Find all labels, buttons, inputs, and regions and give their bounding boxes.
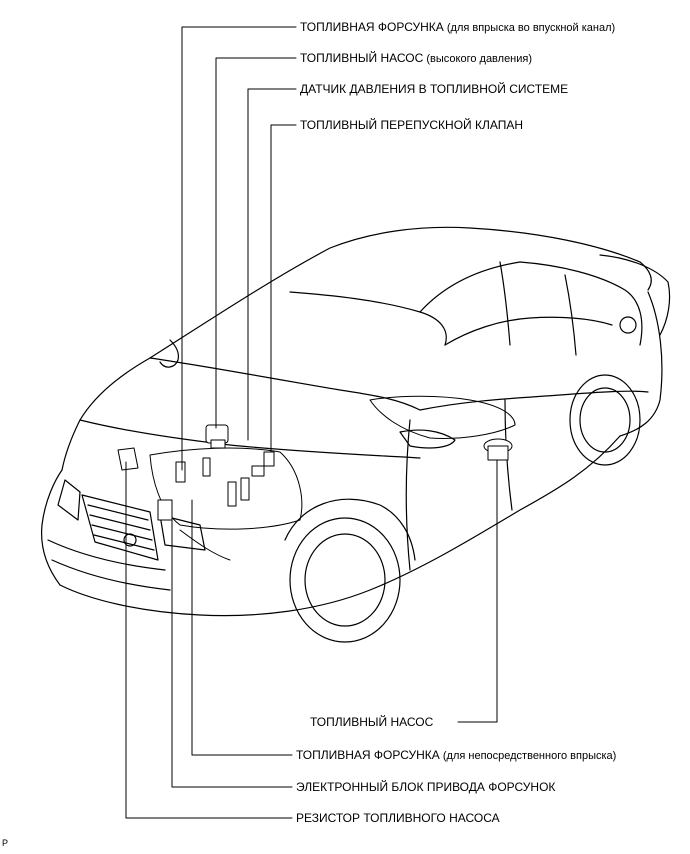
leader-lines <box>125 26 498 819</box>
leader-fuel-pump <box>457 459 498 723</box>
label-hp-pump-sub: (высокого давления) <box>423 53 533 65</box>
label-pump-resistor-main: РЕЗИСТОР ТОПЛИВНОГО НАСОСА <box>296 811 500 825</box>
leader-edu <box>171 517 293 788</box>
label-di-injector: ТОПЛИВНАЯ ФОРСУНКА (для непосредственног… <box>296 748 616 763</box>
label-port-injector-main: ТОПЛИВНАЯ ФОРСУНКА <box>300 20 444 34</box>
label-port-injector-sub: (для впрыска во впускной канал) <box>443 22 616 34</box>
leader-relief-valve <box>270 124 297 453</box>
label-hp-pump: ТОПЛИВНЫЙ НАСОС (высокого давления) <box>300 51 532 66</box>
label-edu-main: ЭЛЕКТРОННЫЙ БЛОК ПРИВОДА ФОРСУНОК <box>296 780 556 794</box>
label-di-injector-sub: (для непосредственного впрыска) <box>439 750 617 762</box>
engine-components <box>117 395 516 561</box>
label-relief-valve-main: ТОПЛИВНЫЙ ПЕРЕПУСКНОЙ КЛАПАН <box>300 118 524 132</box>
leader-port-injector <box>181 26 297 471</box>
label-fuel-pump: ТОПЛИВНЫЙ НАСОС <box>310 715 433 729</box>
label-port-injector: ТОПЛИВНАЯ ФОРСУНКА (для впрыска во впуск… <box>300 20 615 35</box>
figure-code: P <box>2 838 9 848</box>
label-relief-valve: ТОПЛИВНЫЙ ПЕРЕПУСКНОЙ КЛАПАН <box>300 118 523 132</box>
label-pressure-sensor: ДАТЧИК ДАВЛЕНИЯ В ТОПЛИВНОЙ СИСТЕМЕ <box>300 82 568 96</box>
leader-pressure-sensor <box>247 88 297 441</box>
leader-pump-resistor <box>125 461 293 819</box>
label-pressure-sensor-main: ДАТЧИК ДАВЛЕНИЯ В ТОПЛИВНОЙ СИСТЕМЕ <box>300 82 569 96</box>
car-body <box>40 226 671 643</box>
label-fuel-pump-main: ТОПЛИВНЫЙ НАСОС <box>310 715 434 729</box>
label-hp-pump-main: ТОПЛИВНЫЙ НАСОС <box>300 51 424 65</box>
leader-hp-pump <box>215 57 297 429</box>
label-edu: ЭЛЕКТРОННЫЙ БЛОК ПРИВОДА ФОРСУНОК <box>296 780 555 794</box>
leader-di-injector <box>191 499 293 756</box>
label-di-injector-main: ТОПЛИВНАЯ ФОРСУНКА <box>296 748 440 762</box>
label-pump-resistor: РЕЗИСТОР ТОПЛИВНОГО НАСОСА <box>296 811 500 825</box>
